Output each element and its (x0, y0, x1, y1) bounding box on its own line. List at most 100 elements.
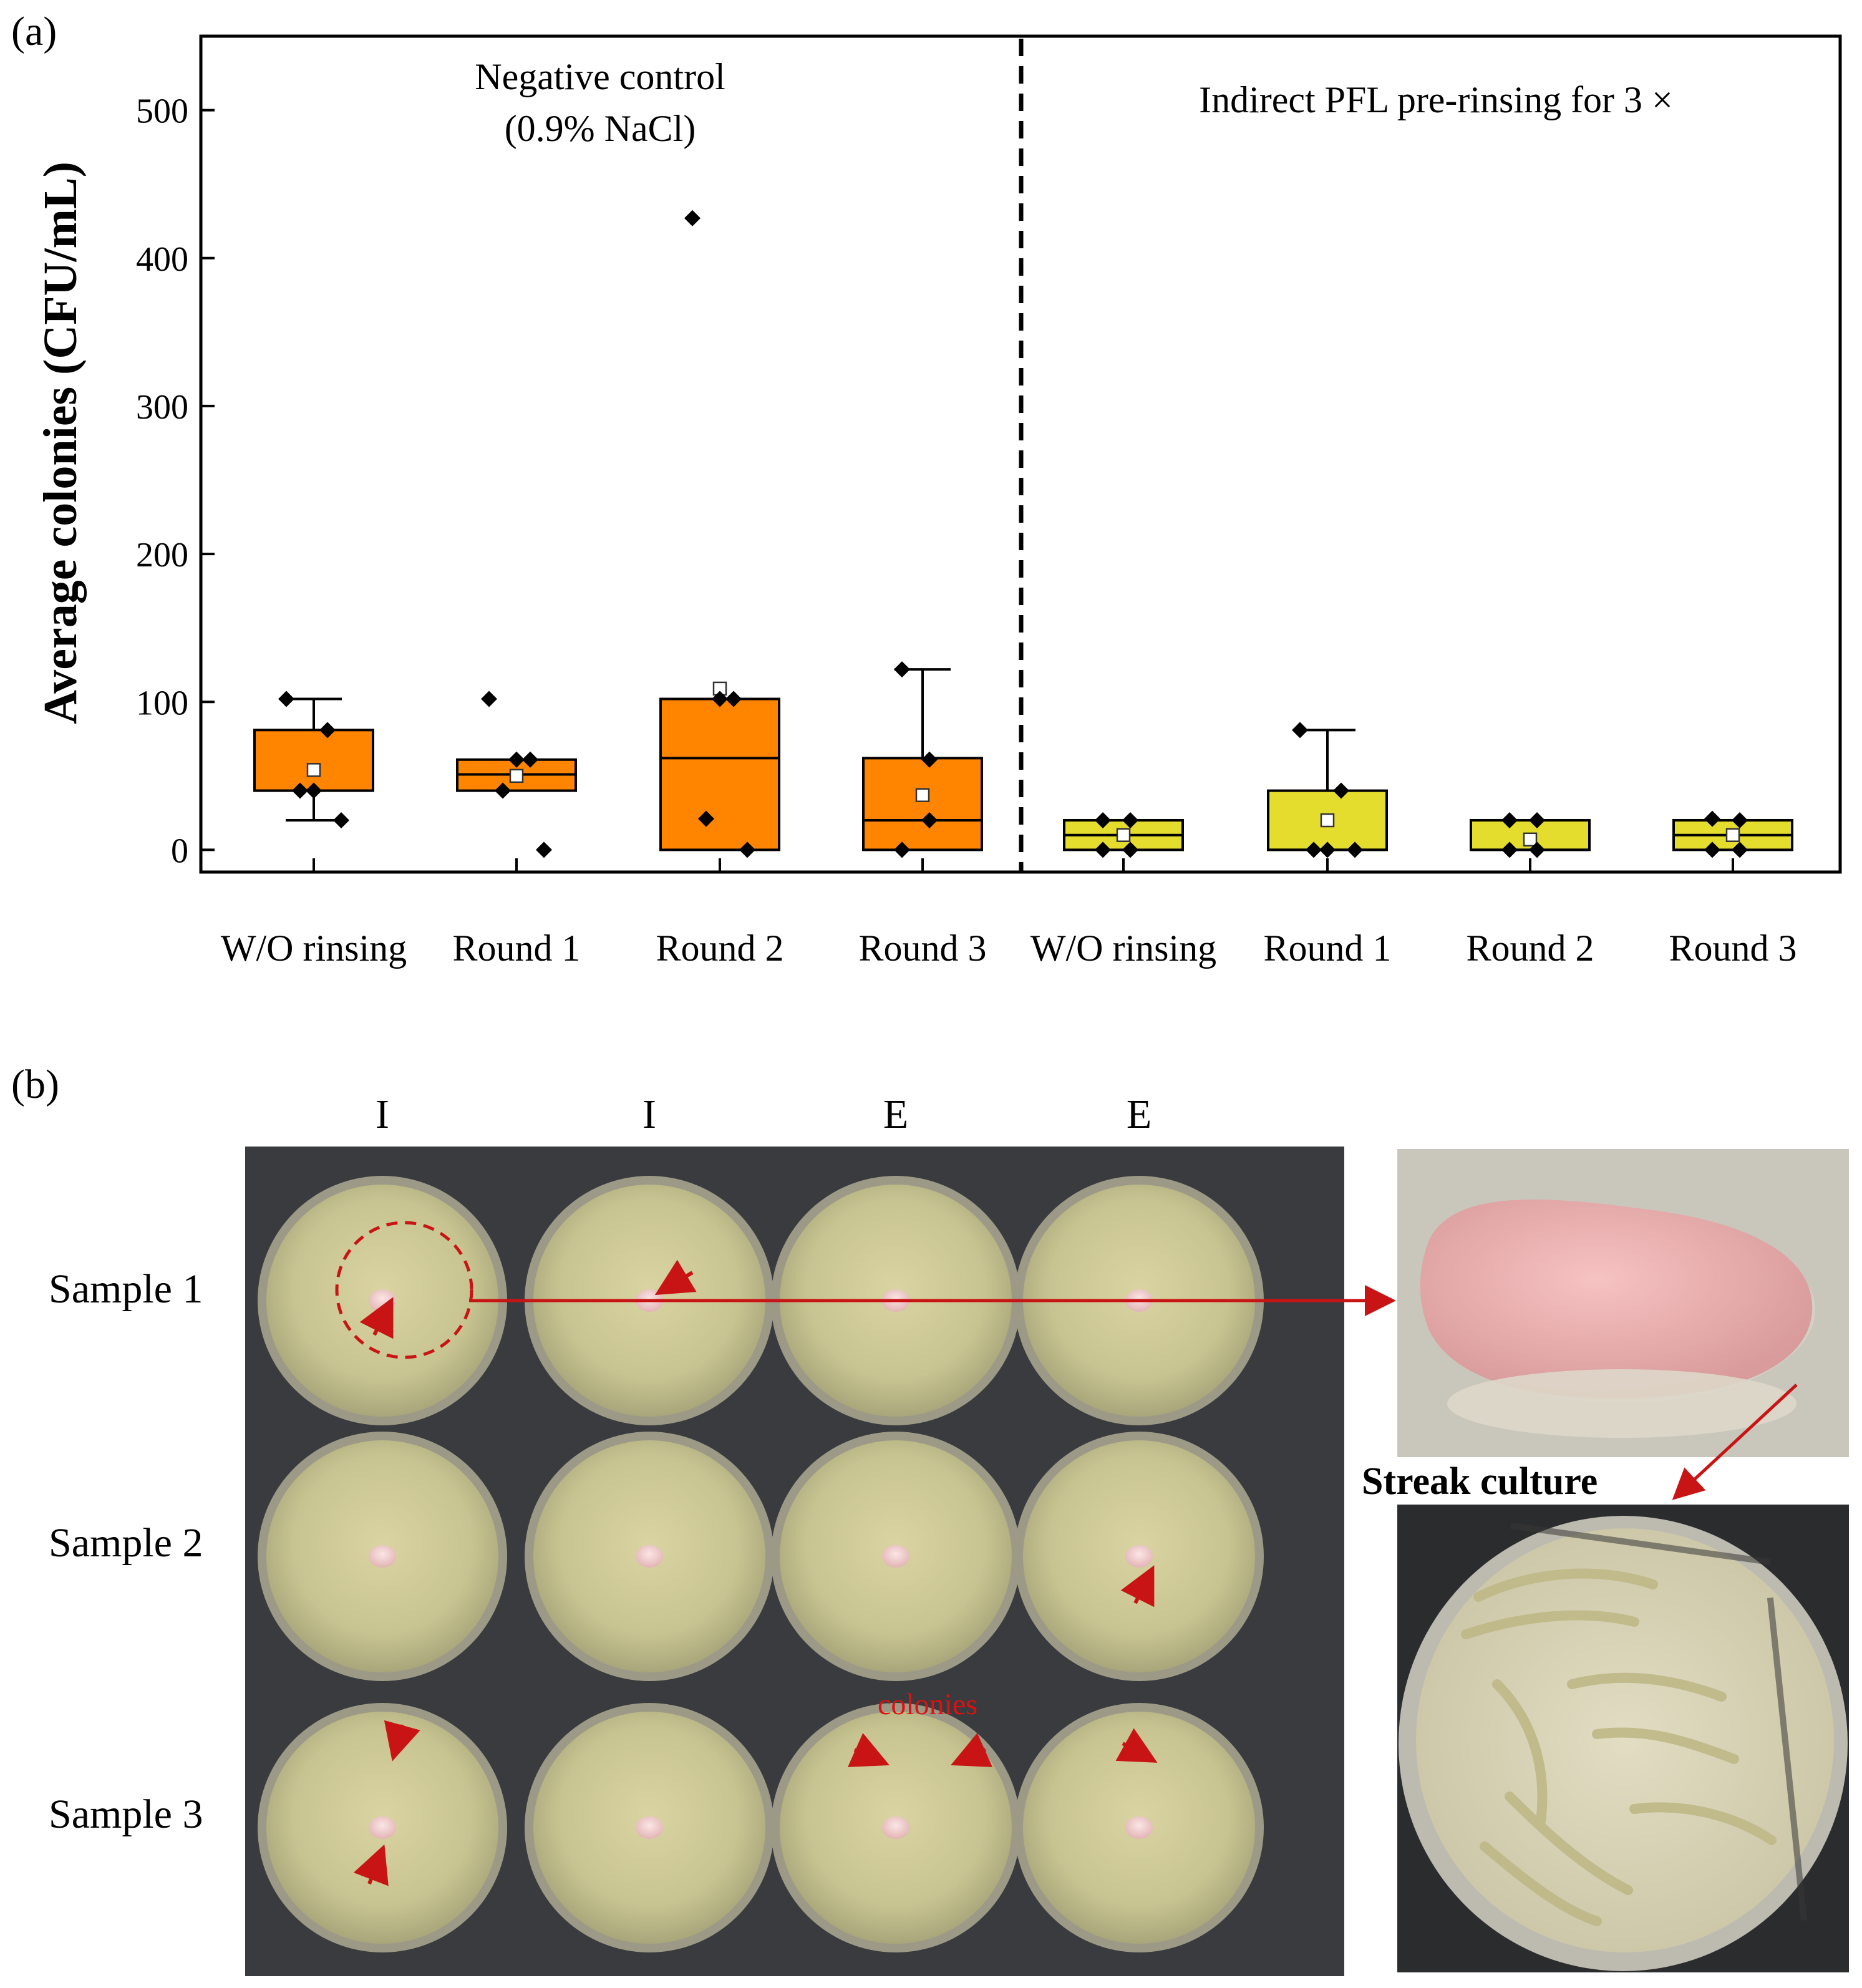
box-plot-marks (253, 210, 1793, 858)
row-label-sample-3: Sample 3 (49, 1792, 203, 1837)
box-mean-1 (306, 763, 321, 777)
petri-dish-3-2 (525, 1703, 774, 1952)
data-point-1-1 (278, 691, 294, 707)
x-tick-label-4: Round 3 (858, 928, 986, 969)
plates-photo (245, 1147, 1344, 1976)
x-tick-label-6: Round 1 (1263, 928, 1391, 969)
column-label-1: I (376, 1092, 389, 1137)
data-point-3-1 (684, 210, 701, 226)
data-point-6-2 (1333, 782, 1349, 799)
tissue-sample (369, 1289, 396, 1312)
y-tick-label-200: 200 (136, 536, 188, 575)
box-mean-8 (1725, 828, 1740, 842)
petri-dish-2-4 (1014, 1432, 1264, 1681)
box-mean-5 (1116, 828, 1131, 842)
row-label-sample-1: Sample 1 (49, 1266, 203, 1312)
data-point-1-3 (306, 782, 322, 799)
data-point-2-4 (495, 782, 511, 799)
panel-a-label: (a) (11, 9, 57, 54)
panel-b-label: (b) (11, 1062, 59, 1107)
y-tick-label-100: 100 (136, 684, 188, 722)
data-point-8-2 (1732, 812, 1748, 828)
data-point-7-2 (1529, 812, 1545, 828)
petri-dish-3-1 (258, 1703, 507, 1952)
data-point-4-4 (894, 841, 910, 858)
row-label-sample-2: Sample 2 (49, 1520, 203, 1566)
colony-arrow-2 (654, 1259, 697, 1296)
tissue-sample (369, 1545, 396, 1568)
data-point-5-2 (1122, 812, 1138, 828)
box-body-4 (862, 757, 983, 851)
data-point-8-4 (1704, 841, 1720, 858)
data-point-4-2 (921, 751, 938, 768)
data-point-7-3 (1529, 841, 1545, 858)
data-point-2-1 (481, 691, 497, 707)
data-point-5-4 (1095, 841, 1111, 858)
data-point-1-5 (333, 812, 349, 828)
box-5 (1063, 812, 1184, 858)
column-label-3: E (883, 1092, 908, 1137)
data-point-6-5 (1347, 841, 1363, 858)
data-point-1-2 (319, 722, 336, 739)
tissue-sample (1125, 1816, 1153, 1839)
tissue-sample (1125, 1545, 1153, 1568)
colony-arrow-7 (951, 1733, 993, 1767)
y-axis-label: Average colonies (CFU/mL) (34, 162, 87, 724)
box-mean-6 (1320, 813, 1335, 828)
data-point-4-1 (894, 661, 910, 678)
x-tick-label-1: W/O rinsing (221, 928, 407, 969)
x-tick-label-2: Round 1 (452, 928, 580, 969)
colony-arrow-6 (847, 1733, 890, 1767)
streak-photo (1397, 1505, 1849, 1972)
box-8 (1672, 810, 1793, 858)
x-tick-label-8: Round 3 (1669, 928, 1797, 969)
plot-frame (199, 34, 1842, 874)
colony-arrow-1 (359, 1297, 394, 1339)
group-label-pfl: Indirect PFL pre-rinsing for 3 × (1199, 79, 1673, 120)
colony-arrow-3 (1120, 1565, 1155, 1607)
box-mean-7 (1523, 832, 1538, 847)
colonies-label: colonies (878, 1688, 977, 1721)
x-tick-label-3: Round 2 (656, 928, 783, 969)
group-label-negative-line1: Negative control (475, 56, 725, 97)
data-point-6-4 (1306, 841, 1322, 858)
tissue-sample (882, 1545, 909, 1568)
petri-dish-3-4 (1014, 1703, 1264, 1952)
x-tick-label-7: Round 2 (1466, 928, 1594, 969)
box-body-3 (659, 697, 780, 851)
tissue-sample (636, 1816, 663, 1839)
zoom-photo (1397, 1149, 1849, 1457)
data-point-8-1 (1704, 810, 1720, 827)
colony-arrow-5 (353, 1844, 389, 1886)
petri-dish-2-3 (771, 1432, 1021, 1681)
data-point-4-3 (921, 812, 938, 828)
data-point-1-4 (292, 782, 308, 799)
data-point-6-1 (1292, 722, 1308, 739)
streak-culture-label: Streak culture (1362, 1460, 1598, 1503)
data-point-5-1 (1095, 812, 1111, 828)
data-point-3-5 (739, 841, 755, 858)
group-label-negative-line2: (0.9% NaCl) (505, 108, 696, 149)
y-tick-label-500: 500 (136, 92, 188, 131)
data-point-6-3 (1319, 841, 1336, 858)
data-point-3-3 (712, 691, 728, 707)
data-point-7-1 (1501, 812, 1518, 828)
data-point-2-3 (508, 751, 525, 768)
streak-connector-arrow (1672, 1384, 1798, 1500)
box-1 (253, 691, 374, 828)
petri-dish-2-2 (525, 1432, 774, 1681)
colony-arrow-4 (384, 1720, 420, 1762)
box-3 (659, 210, 780, 858)
column-label-4: E (1127, 1092, 1152, 1137)
petri-dish-3-3 (771, 1703, 1021, 1952)
petri-dish-2-1 (258, 1432, 507, 1681)
tissue-sample (636, 1545, 663, 1568)
data-point-8-3 (1732, 841, 1748, 858)
box-2 (456, 691, 577, 858)
data-point-2-5 (536, 841, 552, 858)
box-4 (862, 661, 983, 858)
data-point-5-3 (1122, 841, 1138, 858)
